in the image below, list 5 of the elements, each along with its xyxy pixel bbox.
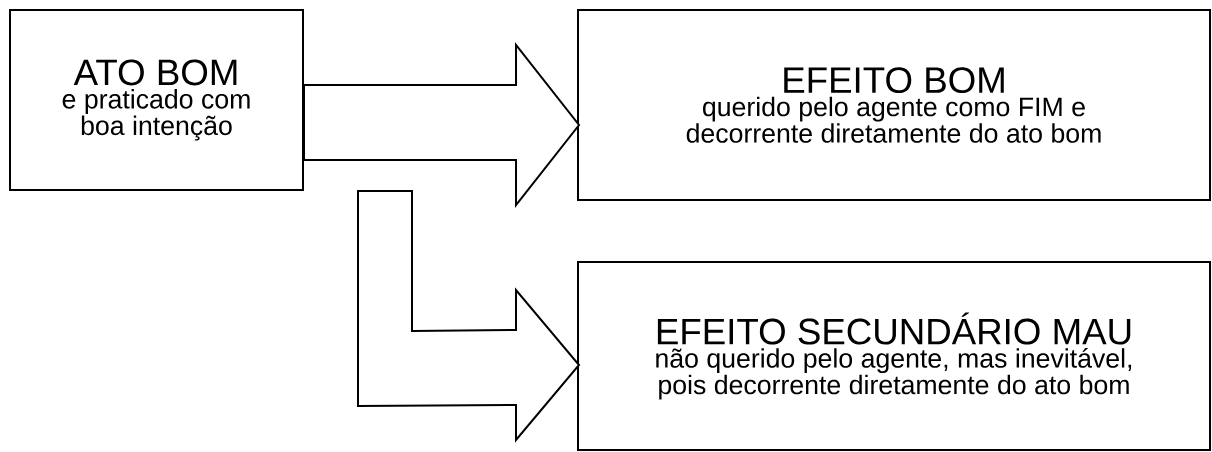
text-box: EFEITO BOM querido pelo agente como FIM e decorrente diretamente do ato bom	[577, 9, 1211, 201]
block-arrow	[303, 42, 581, 208]
text-box: ATO BOM e praticado com boa intenção	[9, 9, 304, 191]
block-arrow	[357, 190, 581, 443]
text-box: EFEITO SECUNDÁRIO MAU não querido pelo agente, mas inevitável, pois decorrente diretamente do ato bom	[577, 261, 1211, 451]
